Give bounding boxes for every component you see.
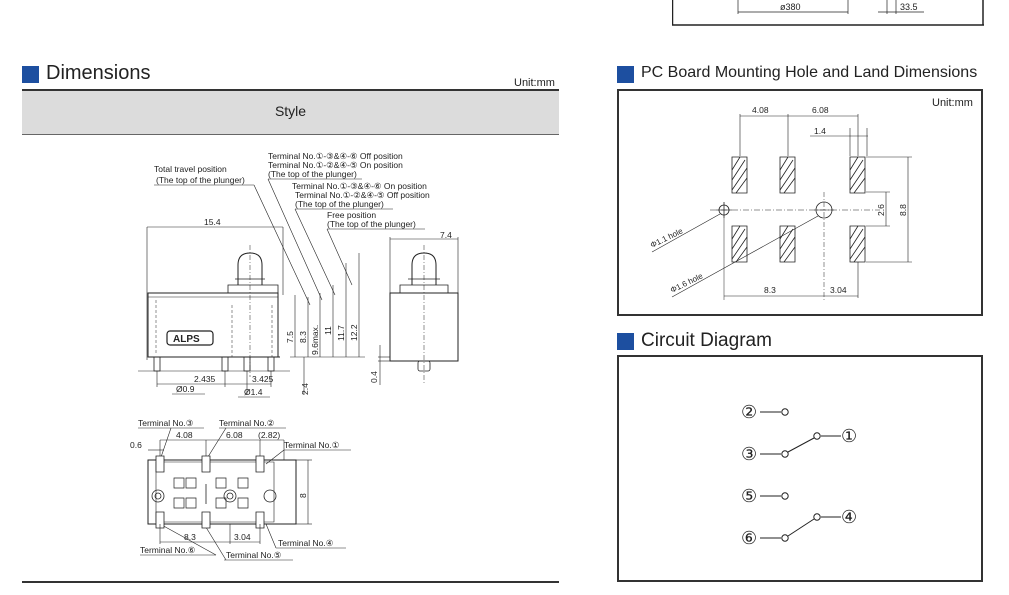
- dim-9-6-max: 9.6max.: [310, 325, 320, 355]
- top-partial-box: ø380 33.5: [672, 0, 984, 26]
- pcb-frame: [617, 89, 983, 316]
- pcb-dim-2-6: 2.6: [876, 204, 886, 216]
- dim-2-435: 2.435: [194, 374, 216, 384]
- pcb-marker: [617, 66, 634, 83]
- dim-d0-9: Ø0.9: [176, 384, 195, 394]
- dim-12-2: 12.2: [349, 324, 359, 341]
- dim-4-08: 4.08: [176, 430, 193, 440]
- label-term6: Terminal No.⑥: [140, 545, 196, 555]
- label-term5: Terminal No.⑤: [226, 550, 282, 560]
- label-term-on-2: Terminal No.①-③&④-⑥ On position: [292, 181, 427, 191]
- brand-logo: ALPS: [173, 334, 200, 345]
- label-total-travel: Total travel position: [154, 164, 227, 174]
- bottom-view-drawing: Terminal No.③ Terminal No.② Terminal No.…: [130, 418, 366, 564]
- dim-8-3: 8.3: [298, 331, 308, 343]
- dimensions-title: Dimensions: [46, 62, 151, 84]
- top-dim-right: 33.5: [900, 2, 918, 12]
- pcb-dim-4-08: 4.08: [752, 105, 769, 115]
- side-view-drawing: Total travel position (The top of the pl…: [130, 151, 470, 400]
- dim-7-4: 7.4: [440, 230, 452, 240]
- dim-11-7: 11.7: [336, 325, 346, 341]
- label-term4: Terminal No.④: [278, 538, 334, 548]
- dimensions-top-rule: [22, 89, 559, 91]
- style-header-label: Style: [274, 103, 307, 119]
- dim-7-5: 7.5: [285, 331, 295, 343]
- dim-d1-4: Ø1.4: [244, 387, 263, 397]
- dim-15-4: 15.4: [204, 217, 221, 227]
- pcb-title: PC Board Mounting Hole and Land Dimensio…: [641, 64, 978, 81]
- label-term-on-1: Terminal No.①-②&④-⑤ On position: [268, 160, 403, 170]
- pcb-hole-1-1: Φ1.1 hole: [649, 226, 685, 250]
- pcb-dim-1-4: 1.4: [814, 126, 826, 136]
- circuit-n4: ④: [841, 507, 857, 527]
- pcb-dim-3-04: 3.04: [830, 285, 847, 295]
- circuit-n3: ③: [741, 444, 757, 464]
- top-dim-left: ø380: [780, 2, 801, 12]
- dim-2-4: 2.4: [300, 383, 310, 395]
- circuit-n6: ⑥: [741, 528, 757, 548]
- label-free-sub: (The top of the plunger): [327, 219, 416, 229]
- pcb-drawing: 4.08 6.08 1.4 Φ1.1 hole Φ1.6 hole 2.6 8.…: [649, 105, 920, 305]
- pcb-hole-1-6: Φ1.6 hole: [669, 271, 705, 295]
- style-header-band: [22, 91, 559, 134]
- circuit-n5: ⑤: [741, 486, 757, 506]
- style-header-bottom-rule: [22, 134, 559, 135]
- label-term1: Terminal No.①: [284, 440, 340, 450]
- circuit-n2: ②: [741, 402, 757, 422]
- label-term2: Terminal No.②: [219, 418, 275, 428]
- dim-11: 11: [323, 326, 333, 335]
- dimensions-marker: [22, 66, 39, 83]
- dim-3-425: 3.425: [252, 374, 274, 384]
- dimensions-bottom-rule: [22, 581, 559, 583]
- dim-0-4: 0.4: [369, 371, 379, 383]
- label-term-off-1: Terminal No.①-③&④-⑥ Off position: [268, 151, 403, 161]
- pcb-dim-8-3: 8.3: [764, 285, 776, 295]
- circuit-marker: [617, 333, 634, 350]
- dim-8-3-bottom: 8.3: [184, 532, 196, 542]
- pcb-dim-6-08: 6.08: [812, 105, 829, 115]
- label-term-off-2: Terminal No.①-②&④-⑤ Off position: [295, 190, 430, 200]
- dim-6-08: 6.08: [226, 430, 243, 440]
- circuit-drawing: ② ③ ① ⑤ ⑥ ④: [741, 402, 857, 548]
- circuit-n1: ①: [841, 426, 857, 446]
- dim-8: 8: [298, 493, 308, 498]
- pcb-dim-8-8: 8.8: [898, 204, 908, 216]
- label-total-travel-sub: (The top of the plunger): [156, 175, 245, 185]
- circuit-frame: [617, 355, 983, 582]
- label-term-sub-1: (The top of the plunger): [268, 169, 357, 179]
- label-term-sub-2: (The top of the plunger): [295, 199, 384, 209]
- pcb-unit: Unit:mm: [932, 97, 973, 109]
- circuit-title: Circuit Diagram: [641, 330, 772, 351]
- label-free-position: Free position: [327, 210, 376, 220]
- dim-2-82: (2.82): [258, 430, 280, 440]
- pcb-lands: [732, 157, 865, 262]
- label-term3: Terminal No.③: [138, 418, 194, 428]
- dim-3-04-bottom: 3.04: [234, 532, 251, 542]
- dim-0-6: 0.6: [130, 440, 142, 450]
- dimensions-unit: Unit:mm: [514, 77, 555, 89]
